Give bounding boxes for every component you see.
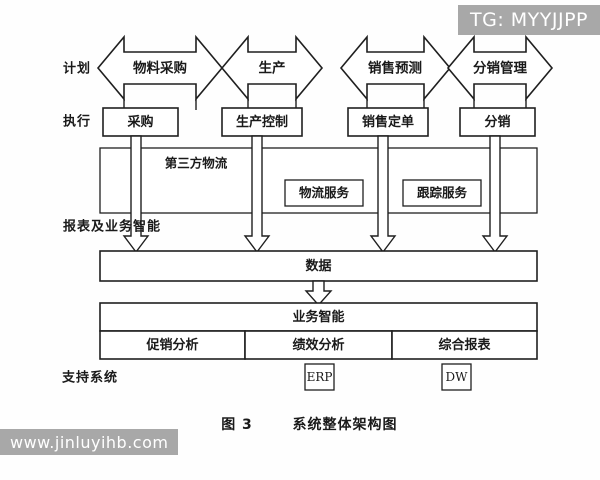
support-system-dw[interactable]: DW — [441, 363, 472, 391]
plan-arrow-2[interactable]: 生产 — [220, 34, 324, 102]
plan-row: 物料采购 生产 销售预测 分销管理 计划 — [63, 34, 554, 102]
support-system-erp-label: ERP — [307, 370, 333, 384]
logistics-service-1[interactable]: 物流服务 — [284, 179, 364, 207]
plan-arrow-2-label: 生产 — [259, 60, 286, 77]
figure-caption-number: 图 3 — [221, 417, 253, 433]
execute-box-2[interactable]: 生产控制 — [221, 107, 303, 137]
data-to-bi-arrow — [304, 280, 333, 307]
plan-arrow-4-label: 分销管理 — [473, 60, 527, 77]
logistics-service-2[interactable]: 跟踪服务 — [402, 179, 482, 207]
execute-box-4-label: 分销 — [484, 114, 510, 130]
support-systems-row: 支持系统 ERP DW — [61, 363, 472, 391]
side-label-reporting-bi: 报表及业务智能 — [63, 219, 161, 235]
logistics-band: 第三方物流 物流服务 跟踪服务 — [99, 147, 538, 214]
execute-box-1-label: 采购 — [126, 114, 153, 130]
execute-box-1[interactable]: 采购 — [102, 107, 179, 137]
logistics-service-2-label: 跟踪服务 — [417, 185, 468, 200]
plan-to-execute-connectors — [123, 99, 527, 110]
figure-caption: 图 3 系统整体架构图 — [221, 416, 398, 433]
logistics-service-1-label: 物流服务 — [299, 185, 350, 200]
watermark-top-right: TG: MYYJJPP — [458, 5, 600, 35]
execute-box-3-label: 销售定单 — [362, 114, 414, 130]
logistics-band-label: 第三方物流 — [165, 156, 228, 171]
support-system-erp[interactable]: ERP — [304, 363, 335, 391]
bi-cell-1-label: 促销分析 — [145, 337, 198, 353]
bi-cell-2-label: 绩效分析 — [292, 337, 344, 353]
execute-box-2-label: 生产控制 — [236, 114, 288, 130]
data-layer[interactable]: 数据 — [99, 250, 538, 282]
plan-arrow-4[interactable]: 分销管理 — [446, 34, 554, 102]
plan-arrow-3-label: 销售预测 — [368, 60, 422, 77]
data-layer-label: 数据 — [305, 258, 331, 274]
bi-cell-1[interactable]: 促销分析 — [99, 330, 246, 360]
side-label-execute: 执行 — [63, 114, 91, 130]
side-label-plan: 计划 — [63, 61, 91, 77]
watermark-bottom-left: www.jinluyihb.com — [0, 429, 179, 455]
bi-layer: 业务智能 促销分析 绩效分析 综合报表 — [99, 302, 538, 360]
bi-layer-header: 业务智能 — [292, 309, 344, 325]
support-system-dw-label: DW — [446, 370, 469, 384]
figure-caption-title: 系统整体架构图 — [293, 416, 398, 433]
execute-row: 采购 生产控制 销售定单 分销 执行 — [63, 107, 536, 137]
plan-arrow-1[interactable]: 物料采购 — [96, 34, 224, 102]
bi-cell-3-label: 综合报表 — [438, 337, 491, 353]
bi-cell-2[interactable]: 绩效分析 — [244, 330, 393, 360]
bi-cell-3[interactable]: 综合报表 — [391, 330, 538, 360]
side-label-support-system: 支持系统 — [61, 370, 118, 386]
execute-box-4[interactable]: 分销 — [459, 107, 536, 137]
execute-to-data-arrows — [122, 135, 509, 254]
plan-arrow-3[interactable]: 销售预测 — [339, 34, 452, 102]
execute-box-3[interactable]: 销售定单 — [347, 107, 429, 137]
plan-arrow-1-label: 物料采购 — [133, 60, 187, 77]
